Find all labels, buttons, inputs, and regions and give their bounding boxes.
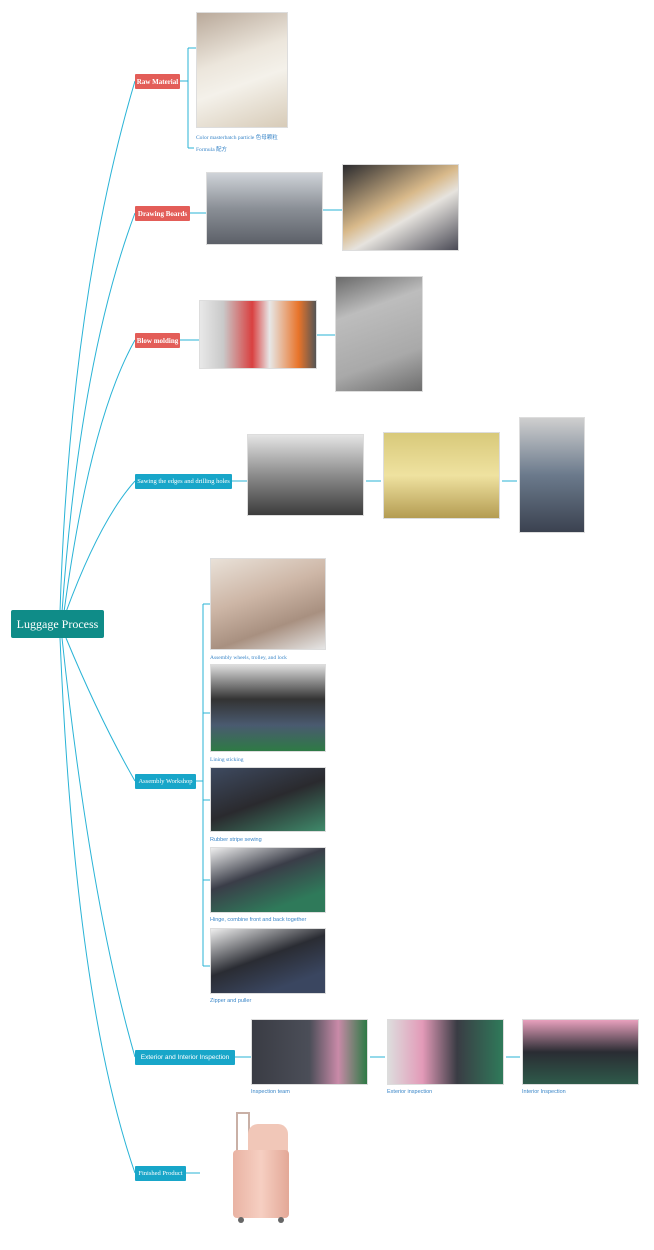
photo-boards (342, 164, 459, 251)
photo-boxes (383, 432, 500, 519)
photo-zipper (210, 928, 326, 994)
branch-blow-molding[interactable]: Blow molding (135, 333, 180, 348)
photo-lining-sticking (210, 664, 326, 752)
root-node[interactable]: Luggage Process (11, 610, 104, 638)
caption: Exterior inspection (387, 1089, 433, 1095)
photo-exterior-inspection (387, 1019, 504, 1085)
photo-stacked-shells (519, 417, 585, 533)
caption: Rubber stripe sewing (210, 837, 262, 843)
photo-rubber-stripe (210, 767, 326, 832)
photo-assembly-wheels (210, 558, 326, 650)
branch-raw-material[interactable]: Raw Material (135, 74, 180, 89)
photo-raw-material-particles (196, 12, 288, 128)
branch-drawing-boards[interactable]: Drawing Boards (135, 206, 190, 221)
caption: Lining sticking (210, 757, 244, 763)
photo-hinge (210, 847, 326, 913)
caption: Assembly wheels, trolley, and lock (210, 655, 287, 661)
branch-assembly-workshop[interactable]: Assembly Workshop (135, 774, 196, 789)
photo-inspection-team (251, 1019, 368, 1085)
branch-inspection[interactable]: Exterior and Interior Inspection (135, 1050, 235, 1065)
branch-finished-product[interactable]: Finished Product (135, 1166, 186, 1181)
photo-blow-molding (199, 300, 317, 369)
caption: Formula 配方 (196, 147, 228, 153)
caption: Zipper and puller (210, 998, 252, 1004)
photo-drawing-machine (206, 172, 323, 245)
photo-molded-shell (335, 276, 423, 392)
photo-sawing (247, 434, 364, 516)
caption: Hinge, combine front and back together (210, 917, 307, 923)
caption: Interior Inspection (522, 1089, 566, 1095)
photo-finished-luggage (228, 1112, 295, 1225)
caption: Color masterbatch particle 色母颗粒 (196, 135, 278, 141)
caption: Inspection team (251, 1089, 290, 1095)
photo-interior-inspection (522, 1019, 639, 1085)
branch-sawing-drilling[interactable]: Sawing the edges and drilling holes (135, 474, 232, 489)
